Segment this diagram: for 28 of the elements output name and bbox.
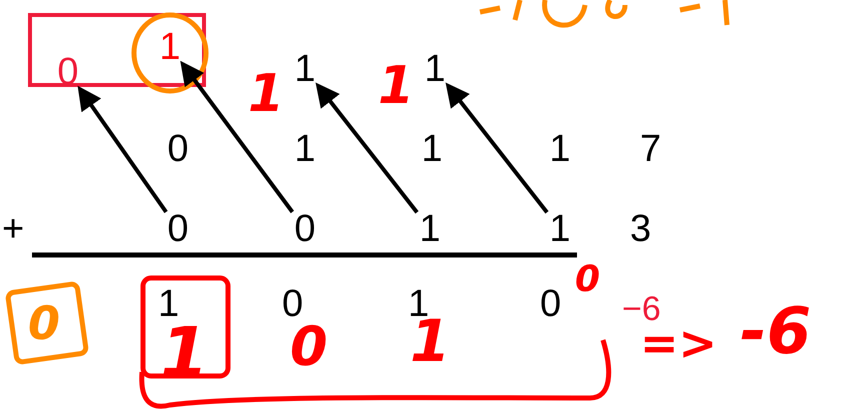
digit: 1 bbox=[547, 212, 573, 246]
arrow bbox=[180, 60, 294, 214]
digit: 1 bbox=[417, 212, 443, 246]
handwritten-value: -6 bbox=[740, 300, 812, 364]
result-digit: 1 bbox=[158, 285, 180, 323]
digit: 0 bbox=[292, 212, 318, 246]
digit: 0 bbox=[165, 132, 191, 166]
digit: 0 bbox=[55, 55, 81, 89]
digit: 1 bbox=[547, 132, 573, 166]
result-digit: 0 bbox=[540, 285, 562, 323]
handwritten-digit: 0 bbox=[28, 300, 60, 346]
arrow bbox=[316, 82, 419, 214]
handwritten-digit: 1 bbox=[248, 68, 284, 120]
arrow bbox=[446, 82, 549, 214]
plus-sign: + bbox=[2, 210, 24, 248]
decimal-value: 3 bbox=[630, 210, 652, 248]
handwritten-digit: 0 bbox=[290, 320, 328, 374]
digit: 0 bbox=[165, 212, 191, 246]
arrow bbox=[78, 86, 168, 214]
handwritten-digit: 1 bbox=[378, 60, 414, 112]
digit: 1 bbox=[157, 30, 183, 64]
digit: 1 bbox=[422, 52, 448, 86]
digit: 1 bbox=[292, 132, 318, 166]
digit: 1 bbox=[292, 52, 318, 86]
decimal-value: 7 bbox=[640, 130, 662, 168]
result-digit: 0 bbox=[282, 285, 304, 323]
handwritten-digit: 0 bbox=[575, 262, 600, 298]
digit: 1 bbox=[419, 132, 445, 166]
